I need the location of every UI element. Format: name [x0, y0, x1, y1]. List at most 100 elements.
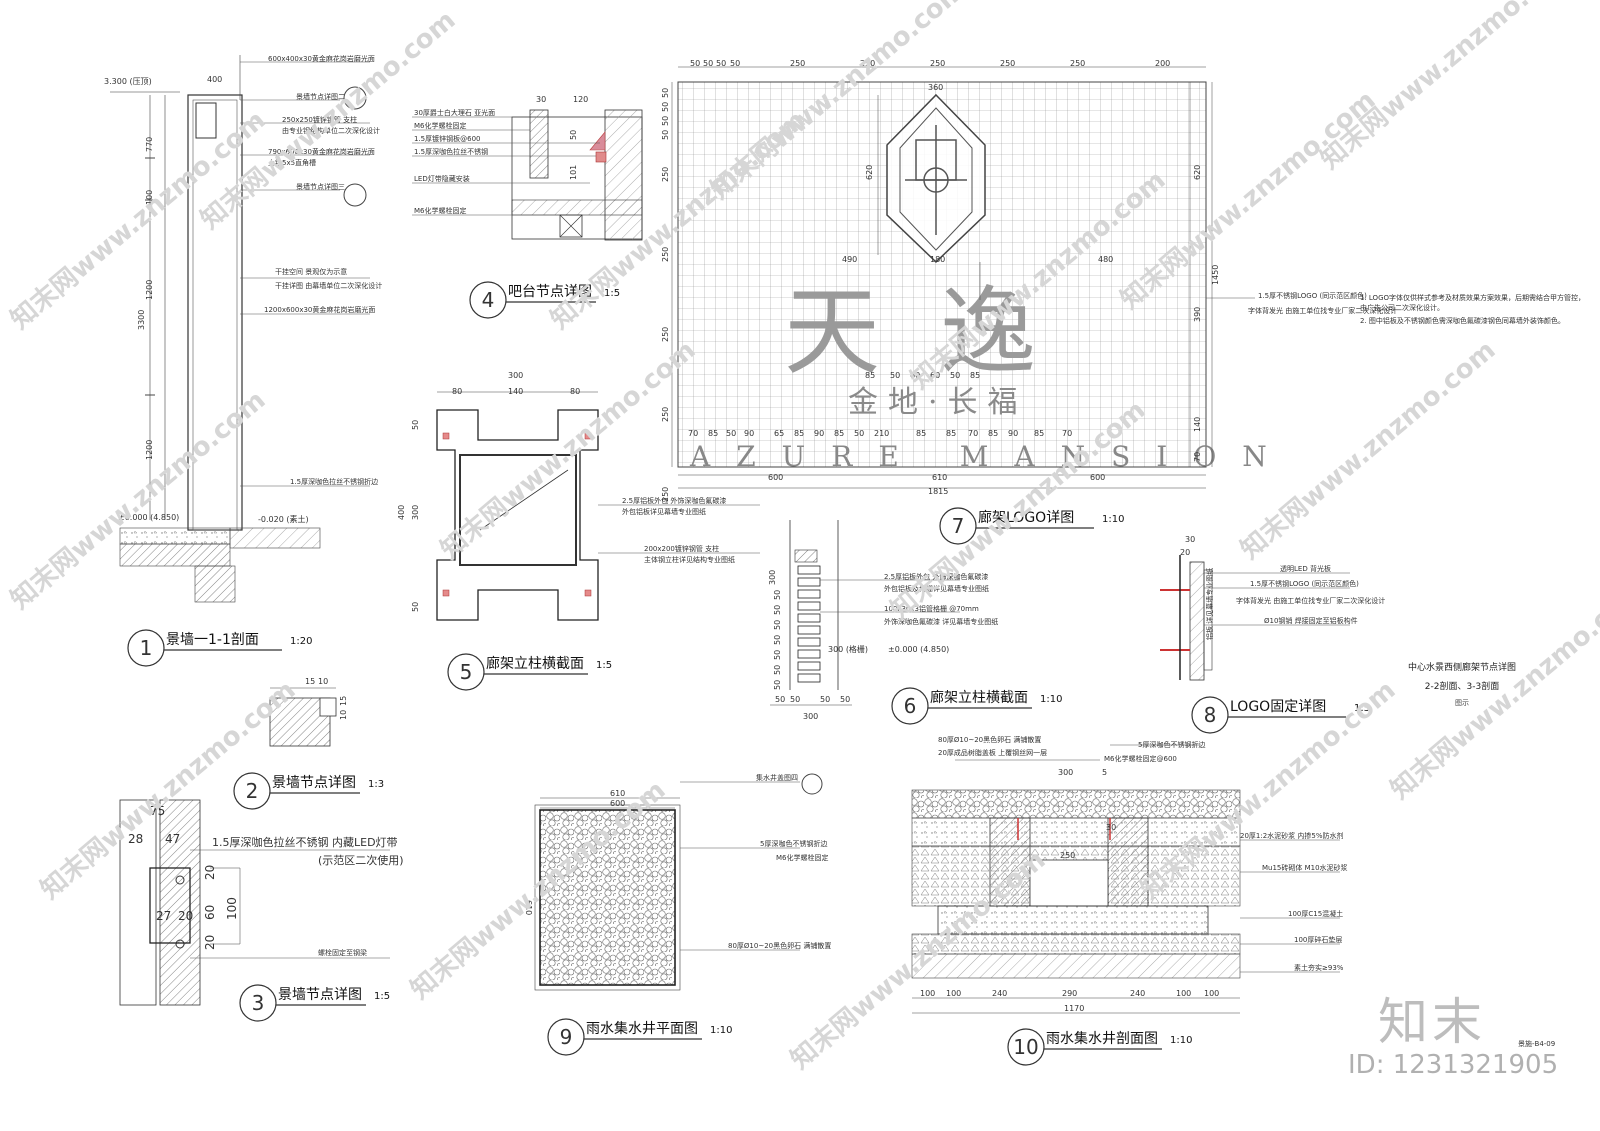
dim: 50	[703, 59, 713, 68]
detail-number: 5	[460, 660, 473, 684]
detail-6-column-grille: 50 50 50 50 300 50 50 50 50 50 50 50 300…	[768, 520, 998, 721]
remark: 由广告公司二次深化设计。	[1360, 303, 1444, 312]
dim: 70	[1193, 452, 1202, 462]
dim: 90	[744, 429, 754, 438]
dim: 60	[910, 371, 920, 380]
detail-scale: 1:10	[710, 1025, 732, 1036]
detail-10-drain-section: 300 5 250 100 100 240 290 240 100 100 11…	[911, 735, 1348, 1014]
detail-number-circle	[547, 1018, 585, 1056]
drawing-title: 中心水景西侧廊架节点详图	[1408, 661, 1516, 673]
figure-note: 图示	[1455, 699, 1469, 707]
dim: 60	[930, 371, 940, 380]
dim: 50	[661, 116, 670, 126]
note: 2.5厚铝板外包 外饰深咖色氟碳漆	[884, 572, 988, 581]
dim: 400	[397, 505, 406, 520]
note: 20厚成品树脂盖板 上覆钢丝网一层	[938, 748, 1047, 757]
brand-logo-text: 知末	[1378, 993, 1486, 1051]
detail-scale: 1:10	[1170, 1035, 1192, 1046]
note: 2.5厚铝板外包 外饰深咖色氟碳漆	[622, 496, 726, 505]
dim: 100	[946, 989, 961, 998]
dim: 50	[661, 130, 670, 140]
detail-title-text: LOGO固定详图	[1230, 699, 1326, 715]
dim: 85	[834, 429, 844, 438]
dim: 50	[854, 429, 864, 438]
detail-number-circle	[939, 507, 977, 545]
dim: 240	[1130, 989, 1145, 998]
dim: 85	[794, 429, 804, 438]
dim: 100	[920, 989, 935, 998]
detail-number: 4	[482, 288, 495, 312]
drawing-subtitle: 2-2剖面、3-3剖面	[1425, 680, 1499, 692]
detail-number: 3	[252, 991, 265, 1015]
dim: 240	[992, 989, 1007, 998]
dim: 480	[1098, 255, 1113, 264]
detail-number: 10	[1013, 1035, 1038, 1059]
note: M6化学螺栓固定	[414, 121, 467, 130]
dim: 210	[874, 429, 889, 438]
detail-scale: 1:20	[290, 636, 312, 647]
note: M6化学螺栓固定@600	[1104, 754, 1177, 763]
detail-scale: 1:5	[604, 288, 620, 299]
detail-4-bar-counter: 30 120 50 101 30厚爵士白大理石 亚光面 M6化学螺栓固定 1.5…	[412, 95, 643, 241]
dim: 50	[690, 59, 700, 68]
note: 80厚Ø10~20黑色卵石 满铺散置	[938, 735, 1041, 744]
dim: 140	[508, 387, 523, 396]
logo-en-text: AZURE MANSION	[689, 440, 1293, 473]
level: ±0.000 (4.850)	[888, 645, 949, 654]
dim: 360	[928, 83, 943, 92]
note: LED灯带隐藏安装	[414, 174, 470, 183]
dim: 250	[661, 327, 670, 342]
dim: 50	[840, 695, 850, 704]
dim: 1200	[145, 440, 154, 460]
note: 5厚深咖色不锈钢折边	[760, 839, 827, 848]
dim: 600	[610, 799, 625, 808]
brand-logo: 知末	[1378, 982, 1518, 1051]
dim: 50	[661, 102, 670, 112]
detail-number: 1	[140, 636, 153, 660]
detail-title-text: 景墙一1-1剖面	[166, 632, 259, 648]
dim: 70	[968, 429, 978, 438]
dim: 50	[726, 429, 736, 438]
dim: 30	[536, 95, 546, 104]
dim: 300	[1058, 768, 1073, 777]
note: 790x600x30黄金麻花岗岩磨光面	[268, 147, 375, 156]
note: 景墙节点详图二	[296, 92, 345, 101]
dim: 50	[569, 130, 578, 140]
dim: 50	[716, 59, 726, 68]
dim: 250	[661, 167, 670, 182]
dim: 200	[1155, 59, 1170, 68]
dim: 100	[145, 190, 154, 205]
dim: 50	[730, 59, 740, 68]
note: 上铣5x5直角槽	[268, 158, 316, 167]
logo-main-text: 天逸	[784, 276, 1096, 388]
note: 30厚爵士白大理石 亚光面	[414, 108, 495, 117]
dim: 27	[156, 909, 171, 923]
dim: 1450	[1211, 265, 1220, 285]
detail-number: 9	[560, 1025, 573, 1049]
dim: 50	[661, 88, 670, 98]
dim: 50	[790, 695, 800, 704]
dim: 620	[865, 165, 874, 180]
detail-scale: 1:5	[374, 991, 390, 1002]
dim: 610	[524, 900, 533, 915]
detail-7-logo: 天逸 金地·长福 AZURE MANSION 1.5厚不锈钢LOGO (同示范区…	[661, 59, 1585, 502]
dim: 80	[570, 387, 580, 396]
dim: 85	[708, 429, 718, 438]
dim: 15	[339, 696, 348, 706]
dim: 610	[610, 789, 625, 798]
dim: 50	[775, 695, 785, 704]
dim: 1815	[928, 487, 948, 496]
dim: 300	[803, 712, 818, 721]
dim: 30	[1106, 823, 1116, 832]
note: M6化学螺栓固定	[414, 206, 467, 215]
dim: 100	[1176, 989, 1191, 998]
brand-id: ID: 1231321905	[1348, 1050, 1593, 1086]
logo-sub-text: 金地·长福	[848, 385, 1028, 420]
dim: 3300	[137, 310, 146, 330]
dim: 30	[1185, 535, 1195, 544]
note: 200x200镀锌钢管 支柱	[644, 544, 719, 553]
detail-2-node: 15 10 15 10	[269, 677, 348, 747]
